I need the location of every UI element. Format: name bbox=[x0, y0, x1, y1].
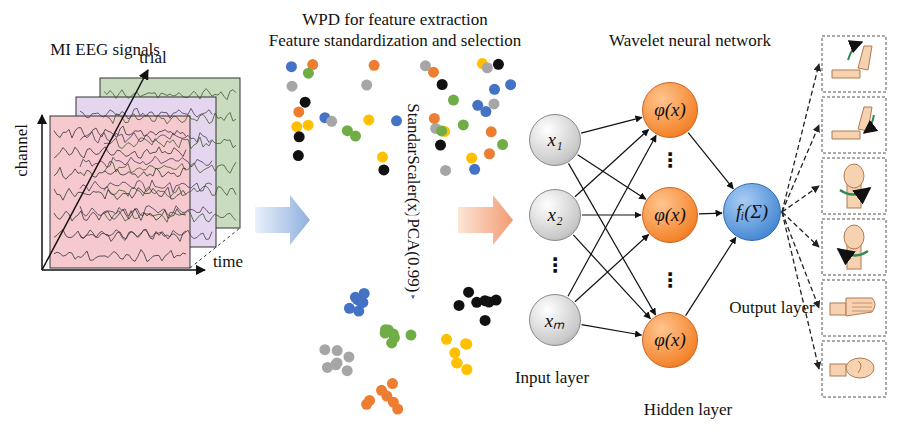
hidden-neuron: φ(x) bbox=[642, 312, 698, 368]
feature-dots bbox=[319, 287, 501, 415]
eeg-trace bbox=[54, 187, 186, 200]
network-connection bbox=[581, 117, 642, 133]
axis-label: time bbox=[213, 253, 243, 272]
network-connection bbox=[575, 130, 649, 197]
ellipsis: ⋮ bbox=[660, 149, 680, 171]
method-label: PCA(0.99) bbox=[403, 215, 424, 295]
feature-dots bbox=[286, 58, 516, 176]
layer-label: Input layer bbox=[515, 369, 589, 388]
network-connection bbox=[578, 155, 646, 199]
eeg-trace bbox=[104, 89, 236, 100]
eeg-trace bbox=[80, 108, 212, 118]
network-title: Wavelet neural network bbox=[609, 32, 771, 51]
flow-arrow bbox=[458, 195, 513, 245]
eeg-trace bbox=[80, 180, 212, 192]
network-connection bbox=[699, 212, 722, 214]
neuron-label: x₂ bbox=[547, 204, 562, 226]
layer-label: Hidden layer bbox=[644, 401, 732, 420]
method-label: StandarScaler(x) bbox=[403, 100, 424, 220]
network-connection bbox=[688, 133, 733, 189]
neuron-label: φ(x) bbox=[654, 204, 686, 226]
network-connection bbox=[582, 325, 642, 335]
network-connection bbox=[686, 237, 736, 315]
ellipsis: ⋮ bbox=[660, 269, 680, 291]
step-title: WPD for feature extraction bbox=[302, 11, 488, 30]
eeg-trace bbox=[54, 250, 186, 262]
hidden-neuron: φ(x) bbox=[642, 187, 698, 243]
network-connection bbox=[582, 214, 641, 215]
neuron-label: x₁ bbox=[547, 129, 562, 151]
hidden-neuron: φ(x) bbox=[642, 82, 698, 138]
eeg-trace bbox=[54, 229, 186, 241]
flow-arrow bbox=[255, 195, 310, 245]
eeg-trace bbox=[104, 161, 236, 173]
hand-movements bbox=[782, 36, 886, 397]
neuron-label: φ(x) bbox=[654, 329, 686, 351]
eeg-trace bbox=[80, 132, 212, 143]
input-neuron: xₘ bbox=[529, 294, 581, 346]
axis-label: trial bbox=[139, 49, 166, 68]
output-neuron: fᵢ(Σ) bbox=[723, 183, 781, 241]
network-connection bbox=[568, 163, 655, 314]
eeg-trace bbox=[54, 126, 186, 138]
ellipsis: ⋮ bbox=[545, 254, 565, 276]
layer-label: Output layer bbox=[729, 299, 814, 318]
neuron-label: xₘ bbox=[545, 307, 565, 333]
axis-label: channel bbox=[13, 124, 32, 177]
input-neuron: x₁ bbox=[529, 114, 581, 166]
network-connection bbox=[575, 235, 649, 302]
network-connection bbox=[573, 235, 650, 319]
input-neuron: x₂ bbox=[529, 189, 581, 241]
step-title: Feature standardization and selection bbox=[269, 32, 522, 51]
eeg-stack bbox=[42, 70, 240, 270]
eeg-trace bbox=[54, 167, 186, 179]
eeg-trace bbox=[54, 147, 186, 158]
neuron-label: fᵢ(Σ) bbox=[736, 201, 768, 223]
neuron-label: φ(x) bbox=[654, 99, 686, 121]
